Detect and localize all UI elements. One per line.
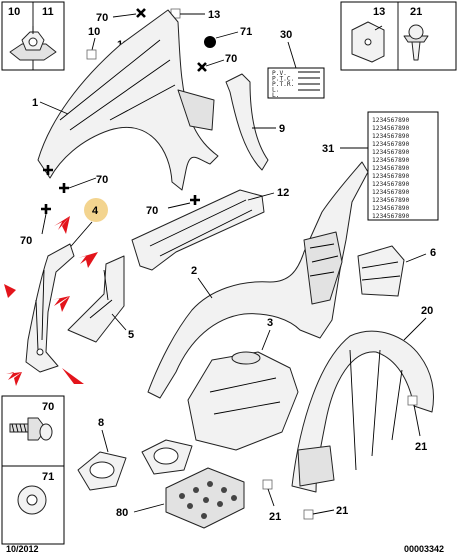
- label-21-right: 21: [415, 441, 427, 453]
- label-21-bottom-left: 21: [269, 511, 281, 523]
- inset-clips-13-21: 13 21: [340, 1, 457, 71]
- part-31-vin-plate: 31 1234567890 1234567890 1234567890 1234…: [322, 111, 439, 221]
- label-71-top: 71: [240, 26, 252, 38]
- clip-square: [262, 479, 273, 490]
- label-30-card: [267, 67, 325, 99]
- plus-icon: [43, 165, 53, 175]
- part-30-label: 30 P.V. P.T.C. P.T.R. L. L.: [267, 29, 325, 99]
- label-13-top: 13: [208, 9, 220, 21]
- clip-kit-items: [179, 481, 237, 519]
- arrow-icon: [52, 296, 70, 312]
- clip-square: [407, 395, 418, 406]
- cross-icon: [136, 8, 146, 18]
- part-6-bracket: 6: [357, 245, 436, 297]
- vin-row: 1234567890: [372, 125, 410, 132]
- vin-row: 1234567890: [372, 189, 410, 196]
- part-8-plugs: 8: [77, 417, 193, 491]
- clip-square: [86, 49, 97, 60]
- inset-clips-10-11: 10 11: [1, 1, 65, 71]
- part-80-clip-kit: 80: [116, 467, 245, 529]
- vin-row: 1234567890: [372, 197, 410, 204]
- vin-row: 1234567890: [372, 213, 410, 220]
- label-70-inset: 70: [42, 401, 54, 413]
- label-71-inset: 71: [42, 471, 54, 483]
- label-30-row: L.: [272, 87, 279, 94]
- label-30: 30: [280, 29, 292, 41]
- part-9-trim: 9: [225, 73, 285, 171]
- label-2: 2: [191, 265, 197, 277]
- label-30-row: L.: [272, 92, 279, 99]
- part-5-bracket: 5: [67, 255, 134, 343]
- vin-plate-card: [367, 111, 439, 221]
- vin-row: 1234567890: [372, 173, 410, 180]
- label-3: 3: [267, 317, 273, 329]
- label-70-low: 70: [20, 235, 32, 247]
- arrow-icon: [78, 252, 98, 268]
- label-30-row: P.T.R.: [272, 81, 294, 88]
- label-1: 1: [32, 97, 38, 109]
- part-4-reinforcement: [25, 243, 75, 373]
- inset-fasteners-70-71: 70 71: [1, 395, 65, 545]
- label-9: 9: [279, 123, 285, 135]
- label-4: 4: [92, 205, 99, 217]
- label-70-mid: 70: [96, 174, 108, 186]
- highlight-circle: [84, 198, 108, 222]
- plus-icon: [190, 195, 200, 205]
- callouts-70-left: 70 70 70: [20, 165, 200, 247]
- clip-10-11-drawing: [9, 26, 57, 61]
- label-6: 6: [430, 247, 436, 259]
- label-8: 8: [98, 417, 104, 429]
- label-10-top: 10: [88, 26, 100, 38]
- clip-21-drawing: [403, 24, 429, 61]
- vin-row: 1234567890: [372, 141, 410, 148]
- arrow-icon: [6, 372, 22, 386]
- arrow-icon: [62, 368, 84, 392]
- callout-4: 4: [65, 198, 108, 253]
- label-5: 5: [128, 329, 134, 341]
- clip-square: [303, 509, 314, 520]
- label-21: 21: [410, 6, 422, 18]
- plus-icon: [41, 204, 51, 214]
- part-12-inner-panel: 12: [131, 187, 289, 271]
- vin-row: 1234567890: [372, 117, 410, 124]
- vin-row: 1234567890: [372, 205, 410, 212]
- vin-row: 1234567890: [372, 133, 410, 140]
- label-12: 12: [277, 187, 289, 199]
- vin-plate-rows: 1234567890 1234567890 1234567890 1234567…: [372, 117, 410, 220]
- footer-reference: 00003342: [404, 544, 444, 554]
- plus-icon: [59, 183, 69, 193]
- clip-13-drawing: [351, 21, 385, 63]
- label-31: 31: [322, 143, 334, 155]
- cross-icon: [197, 62, 207, 72]
- label-30-row: P.T.C.: [272, 76, 294, 83]
- part-1-front-wing: 1: [32, 9, 219, 191]
- label-10: 10: [8, 6, 20, 18]
- label-11: 11: [42, 6, 54, 18]
- label-30-row: P.V.: [272, 70, 287, 77]
- vin-row: 1234567890: [372, 157, 410, 164]
- vin-row: 1234567890: [372, 149, 410, 156]
- part-3-side-section: 3: [187, 317, 299, 451]
- red-arrows: [4, 216, 98, 392]
- label-70-top: 70: [96, 12, 108, 24]
- arrow-icon: [4, 284, 16, 298]
- label-20: 20: [421, 305, 433, 317]
- vin-row: 1234567890: [372, 181, 410, 188]
- part-20-wheel-liner: 20 21 21 21: [262, 305, 434, 523]
- label-21-bottom-right: 21: [336, 505, 348, 517]
- footer-date: 10/2012: [6, 544, 39, 554]
- dot-icon: [204, 36, 216, 48]
- label-70-center: 70: [146, 205, 158, 217]
- label-70-right: 70: [225, 53, 237, 65]
- washer-icon: [17, 485, 47, 515]
- arrow-icon: [54, 216, 70, 234]
- vin-row: 1234567890: [372, 165, 410, 172]
- bolt-icon: [9, 417, 53, 441]
- label-13: 13: [373, 6, 385, 18]
- part-2-wheel-arch: 2: [147, 161, 369, 399]
- label-80: 80: [116, 507, 128, 519]
